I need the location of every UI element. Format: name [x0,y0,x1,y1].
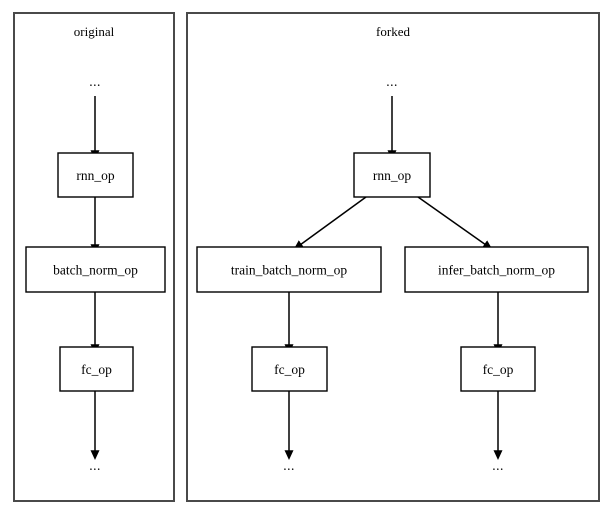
node-label-orig-fc: fc_op [81,362,112,377]
node-label-fork-train-fc: fc_op [274,362,305,377]
node-box-fork-infer-fc[interactable] [460,346,536,392]
node-label-fork-infer-bn: infer_batch_norm_op [438,263,555,278]
panel-title-original: original [74,24,115,39]
panel-title-forked: forked [376,24,410,39]
panels-layer: original...rnn_opbatch_norm_opfc_op...fo… [13,12,600,502]
ellipsis-orig-top-ellipsis: ... [89,74,101,89]
node-box-orig-rnn[interactable] [57,152,134,198]
node-box-fork-rnn[interactable] [353,152,431,198]
node-box-orig-bn[interactable] [25,246,166,293]
node-label-fork-infer-fc: fc_op [483,362,514,377]
ellipsis-fork-top-ellipsis: ... [386,74,398,89]
edge-fork-rnn-to-fork-infer-bn [417,196,493,250]
node-label-orig-rnn: rnn_op [76,168,114,183]
node-label-fork-rnn: rnn_op [373,168,411,183]
panel-forked: forked... rnn_op train_batch_norm_op infer_… [186,12,600,502]
panel-original: original... rnn_op batch_norm_op fc_op... [13,12,175,502]
node-label-fork-train-bn: train_batch_norm_op [231,263,347,278]
node-box-fork-train-fc[interactable] [251,346,328,392]
ellipsis-fork-train-bottom-ellipsis: ... [283,458,295,473]
node-box-fork-infer-bn[interactable] [404,246,589,293]
edge-fork-rnn-to-fork-train-bn [293,196,367,250]
ellipsis-orig-bottom-ellipsis: ... [89,458,101,473]
node-label-orig-bn: batch_norm_op [53,263,138,278]
ellipsis-fork-infer-bottom-ellipsis: ... [492,458,504,473]
node-box-orig-fc[interactable] [59,346,134,392]
node-box-fork-train-bn[interactable] [196,246,382,293]
